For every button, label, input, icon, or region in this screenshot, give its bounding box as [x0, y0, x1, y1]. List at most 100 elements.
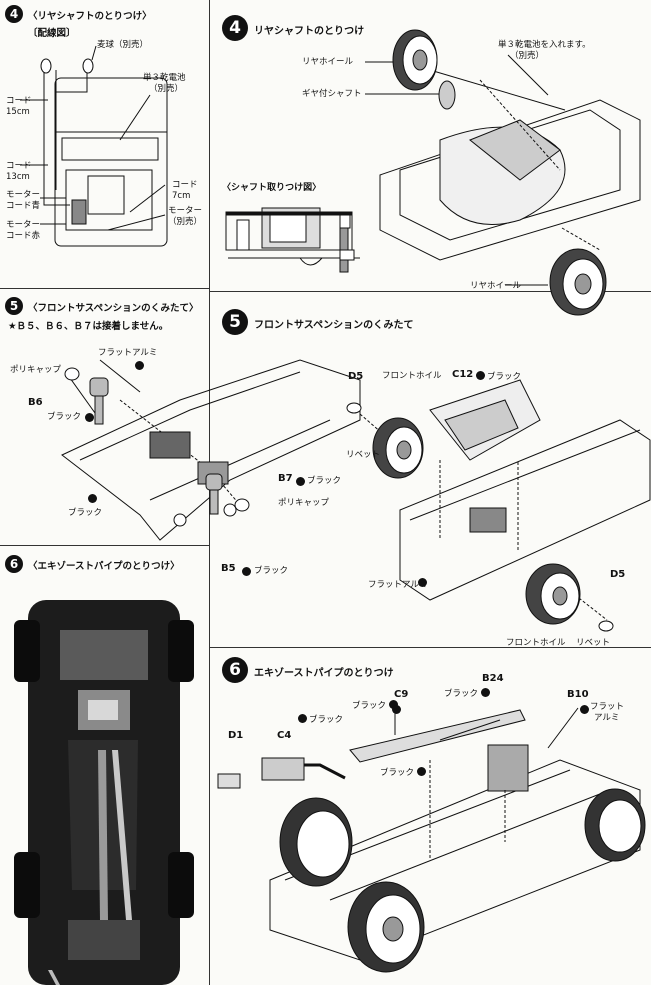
d1-label: D1: [228, 730, 244, 741]
battery-label-2: （別売）: [149, 84, 184, 94]
b24-black-label: ブラック: [444, 688, 492, 699]
d5-label-bottom: D5: [610, 569, 626, 580]
rear-wheel-bottom-icon: [549, 248, 607, 316]
motor-label-1: モーター: [168, 206, 203, 216]
front-wheel-top-icon: [372, 417, 424, 479]
black-dot-icon: [388, 700, 398, 709]
b10-flat-label-2: アルミ: [594, 713, 620, 723]
chassis-photo: [8, 590, 200, 985]
b24-label: B24: [482, 673, 504, 684]
exhaust-wheel-right-icon: [584, 788, 646, 862]
right-divider-lower: [209, 647, 651, 648]
rear-wheel-bottom-label: リヤホイール: [470, 281, 522, 291]
black-dot-icon: [135, 361, 144, 370]
polycap-label-right: ポリキャップ: [278, 498, 330, 508]
step-badge-4-left: 4: [5, 5, 23, 23]
black-dot-icon: [85, 413, 94, 422]
black-dot-icon: [580, 705, 589, 714]
bulb-label: 麦球（別売）: [97, 40, 149, 50]
step-5-note: ★Ｂ５、Ｂ６、Ｂ７は接着しません。: [8, 321, 169, 332]
rear-battery-label-2: （別売）: [510, 51, 545, 61]
b7-label: B7: [278, 473, 293, 484]
motor-red-label-1: モーター: [6, 220, 41, 230]
c12-black-text: ブラック: [487, 372, 522, 382]
front-wheel-bottom-icon: [525, 563, 581, 625]
rear-wheel-top-icon: [392, 29, 438, 91]
gear-shaft-icon: [438, 80, 456, 110]
b7-black-label: ブラック: [307, 476, 342, 486]
step-title-6-right: エキゾーストパイプのとりつけ: [254, 668, 394, 679]
c9-label: C9: [394, 689, 409, 700]
d5-label-top: D5: [348, 371, 364, 382]
battery-label-1: 単３乾電池: [143, 73, 186, 83]
b24-black-text: ブラック: [444, 689, 479, 699]
left-divider-lower: [0, 545, 209, 546]
b5-black-label: ブラック: [254, 566, 289, 576]
black-dot-icon: [298, 714, 307, 723]
flat-alumi-label-right: フラットアルミ: [368, 580, 428, 590]
cord13-label-2: 13cm: [6, 172, 30, 182]
cord7-label-1: コード: [172, 180, 198, 190]
rear-wheel-top-label: リヤホイール: [302, 57, 354, 67]
black-dot-icon: [418, 578, 427, 587]
b10-label: B10: [567, 689, 589, 700]
b6-label: B6: [28, 397, 43, 408]
black-dot-icon: [476, 371, 485, 380]
black-dot-icon: [88, 494, 97, 503]
c9-black-label: ブラック: [352, 700, 400, 711]
cord7-label-2: 7cm: [172, 191, 191, 201]
b5-label: B5: [221, 563, 236, 574]
black-dot-icon: [296, 477, 305, 486]
left-divider-upper: [0, 288, 209, 289]
black-dot-icon: [480, 688, 490, 697]
front-wheel-bottom-label: フロントホイル: [506, 638, 566, 648]
black-mid-text: ブラック: [380, 768, 415, 778]
cord13-label-1: コード: [6, 161, 32, 171]
motor-red-label-2: コード赤: [6, 231, 41, 241]
c12-label: C12: [452, 369, 474, 380]
motor-blue-label-2: コード青: [6, 201, 41, 211]
black-label-bottom-left: ブラック: [68, 508, 103, 518]
bulb-icon: [40, 58, 94, 74]
wiring-diagram: [20, 45, 168, 247]
c4-black-label: ブラック: [298, 714, 343, 725]
exhaust-chassis: [217, 707, 641, 961]
step-title-6-left: 〈エキゾーストパイプのとりつけ〉: [28, 561, 180, 572]
c9-black-text: ブラック: [352, 701, 387, 711]
b6-black-label: ブラック: [47, 412, 82, 422]
black-dot-icon: [416, 767, 426, 776]
step-badge-6-right: 6: [222, 657, 248, 683]
gear-shaft-label: ギヤ付シャフト: [302, 89, 362, 99]
shaft-figure-title: 〈シャフト取りつけ図〉: [222, 183, 322, 193]
c4-black-text: ブラック: [309, 715, 344, 725]
step-badge-6-left: 6: [5, 555, 23, 573]
motor-label-2: （別売）: [168, 217, 203, 227]
step-badge-4-right: 4: [222, 15, 248, 41]
black-dot-icon: [392, 705, 401, 714]
rear-shaft-assembly: [365, 54, 641, 286]
right-divider-upper: [209, 291, 651, 292]
flat-alumi-label-left: フラットアルミ: [98, 348, 158, 358]
wiring-diagram-title: 〔配線図〕: [28, 28, 76, 39]
step-badge-5-left: 5: [5, 297, 23, 315]
cord15-label-2: 15cm: [6, 107, 30, 117]
b6-part-icon: [89, 377, 109, 425]
black-dot-icon: [242, 567, 251, 576]
polycap-label-top: ポリキャップ: [10, 365, 62, 375]
exhaust-wheel-left-icon: [279, 797, 353, 887]
rivet-label-bottom: リベット: [576, 638, 611, 648]
step-title-4-right: リヤシャフトのとりつけ: [254, 26, 365, 37]
step-title-5-left: 〈フロントサスペンションのくみたて〉: [28, 303, 199, 314]
c4-label: C4: [277, 730, 292, 741]
front-suspension-right: [359, 379, 651, 621]
step-title-5-right: フロントサスペンションのくみたて: [254, 320, 414, 331]
b10-flat-label-1: フラット: [590, 702, 625, 712]
b7-part-icon: [205, 473, 223, 515]
exhaust-wheel-bottom-icon: [347, 881, 425, 973]
step-title-4-left: 〈リヤシャフトのとりつけ〉: [28, 11, 152, 22]
step-badge-5-right: 5: [222, 309, 248, 335]
rivet-icon: [346, 402, 614, 632]
c12-black-label: ブラック: [476, 371, 521, 382]
